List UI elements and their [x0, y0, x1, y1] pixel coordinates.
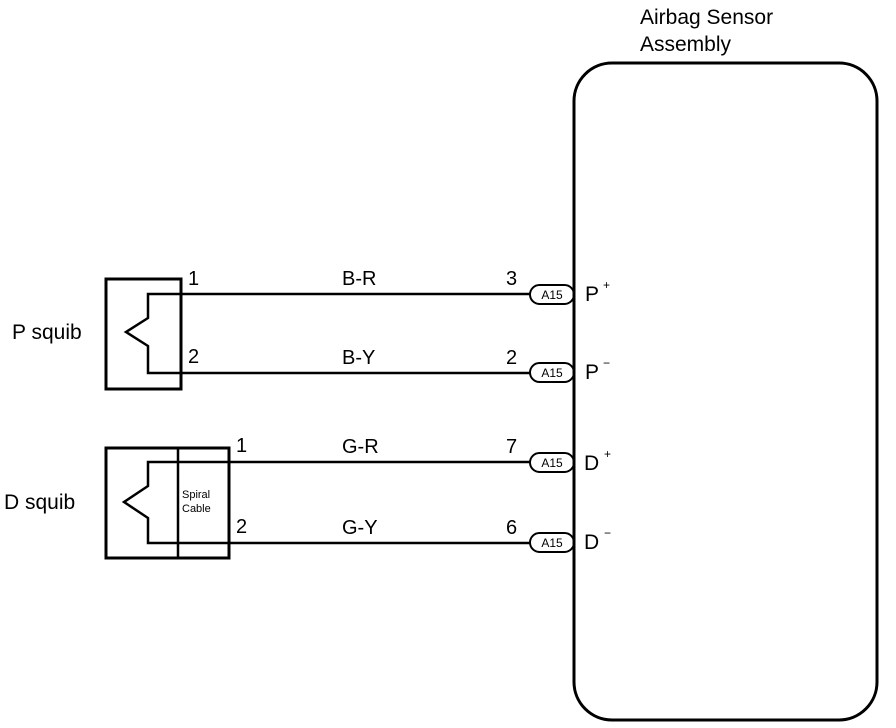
connector-a15-oval	[529, 452, 575, 473]
d-squib-box	[104, 446, 231, 560]
p-squib-box	[104, 277, 183, 391]
spiral-cable-label-line1: Spiral	[182, 489, 210, 501]
connector-label: A15	[541, 456, 563, 470]
wire-b-r: B-R 3 A15 P +	[181, 268, 610, 306]
terminal-sign: −	[604, 526, 611, 540]
terminal-label: D	[584, 452, 599, 475]
terminal-label: D	[584, 531, 599, 554]
terminal-sign: −	[603, 356, 610, 370]
wire-pin-number: 6	[506, 517, 517, 539]
wire-color-label: G-R	[342, 436, 379, 458]
wire-pin-number: 3	[506, 268, 517, 290]
p-squib-element	[123, 292, 181, 375]
wire-color-label: B-Y	[342, 347, 375, 369]
connector-label: A15	[541, 536, 563, 550]
connector-a15-oval	[529, 362, 575, 383]
terminal-label: P	[585, 283, 599, 306]
d-squib-pin-top: 1	[236, 435, 247, 457]
terminal-sign: +	[604, 447, 611, 461]
d-squib-pin-bottom: 2	[236, 516, 247, 538]
spiral-cable-label-line2: Cable	[182, 503, 211, 515]
connector-label: A15	[541, 366, 563, 380]
d-squib-element	[121, 460, 229, 545]
terminal-label: P	[585, 361, 599, 384]
d-squib-label: D squib	[4, 491, 75, 514]
p-squib-label: P squib	[12, 321, 82, 344]
wire-g-r: G-R 7 A15 D +	[229, 436, 611, 475]
connector-a15-oval	[529, 284, 575, 305]
connector-label: A15	[541, 288, 563, 302]
p-squib-pin-top: 1	[188, 268, 199, 290]
wire-pin-number: 2	[506, 347, 517, 369]
wire-b-y: B-Y 2 A15 P −	[181, 347, 610, 384]
wire-color-label: G-Y	[342, 517, 378, 539]
d-squib: D squib Spiral Cable 1 2	[4, 435, 247, 560]
terminal-sign: +	[603, 278, 610, 292]
wire-g-y: G-Y 6 A15 D −	[229, 517, 611, 554]
wire-pin-number: 7	[506, 436, 517, 458]
assembly-title-line1: Airbag Sensor	[640, 6, 773, 29]
airbag-sensor-assembly-box	[572, 61, 879, 722]
p-squib: P squib 1 2	[12, 268, 199, 391]
p-squib-pin-bottom: 2	[188, 346, 199, 368]
wire-color-label: B-R	[342, 268, 376, 290]
connector-a15-oval	[529, 532, 575, 553]
assembly-title-line2: Assembly	[640, 33, 732, 56]
